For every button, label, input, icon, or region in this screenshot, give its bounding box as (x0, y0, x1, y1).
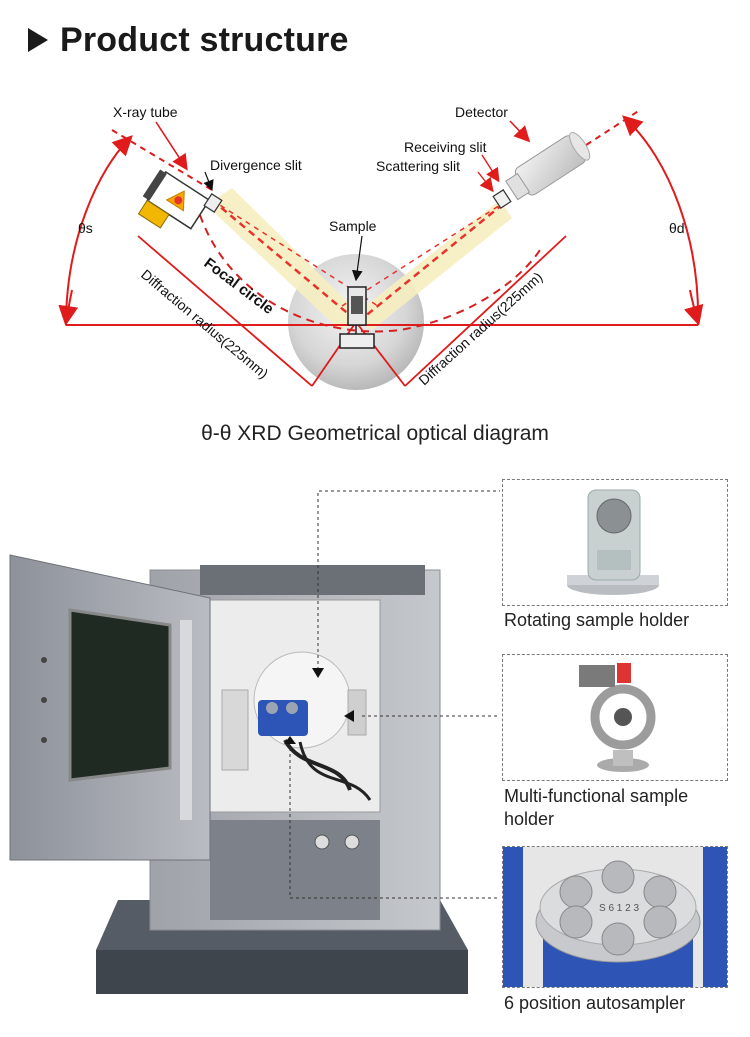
receiving-slit (492, 189, 512, 209)
divergence-slit (203, 193, 223, 213)
label-theta-d: θd (669, 220, 685, 236)
theta-d-arc (622, 115, 700, 326)
autosampler-disc-text: S 6 1 2 3 (599, 903, 639, 914)
label-divergence-slit: Divergence slit (210, 157, 302, 173)
label-theta-s: θs (78, 220, 93, 236)
label-focal-circle: Focal circle (201, 255, 277, 318)
right-triangle-icon (28, 28, 48, 52)
section-title: Product structure (28, 18, 349, 62)
accessory-panel-multifunctional-holder (502, 654, 728, 781)
theta-s-arc (65, 135, 133, 326)
xrd-geometry-diagram: X-ray tube Divergence slit Detector Rece… (58, 104, 704, 390)
diagram-caption: θ-θ XRD Geometrical optical diagram (201, 422, 549, 445)
label-detector: Detector (455, 104, 508, 120)
label-scattering-slit: Scattering slit (376, 158, 460, 174)
caption-rotating-sample-holder: Rotating sample holder (504, 610, 690, 630)
label-radius-left: Diffraction radius(225mm) (138, 266, 271, 382)
multifunctional-sample-holder-image (579, 663, 656, 772)
focal-circle (199, 214, 541, 333)
caption-multifunctional-sample-holder: Multi-functional sample holder (504, 786, 689, 829)
diffracted-beam-cone (350, 200, 512, 330)
xrd-instrument-image (9, 490, 500, 994)
xray-tube (137, 169, 211, 230)
door-window (68, 608, 172, 782)
accessory-panel-autosampler: S 6 1 2 3 (502, 846, 728, 988)
detector (505, 131, 591, 201)
label-xray-tube: X-ray tube (113, 104, 178, 120)
rotating-sample-holder-image (567, 489, 659, 595)
caption-autosampler: 6 position autosampler (504, 993, 686, 1013)
accessory-panel-rotating-holder (502, 479, 728, 606)
autosampler-image: S 6 1 2 3 (503, 847, 727, 987)
label-receiving-slit: Receiving slit (404, 139, 487, 155)
diffracted-beam-path (357, 199, 509, 323)
label-radius-right: Diffraction radius(225mm) (415, 269, 545, 388)
section-title-text: Product structure (60, 20, 349, 59)
incident-beam-path (211, 199, 359, 323)
label-sample: Sample (329, 218, 377, 234)
